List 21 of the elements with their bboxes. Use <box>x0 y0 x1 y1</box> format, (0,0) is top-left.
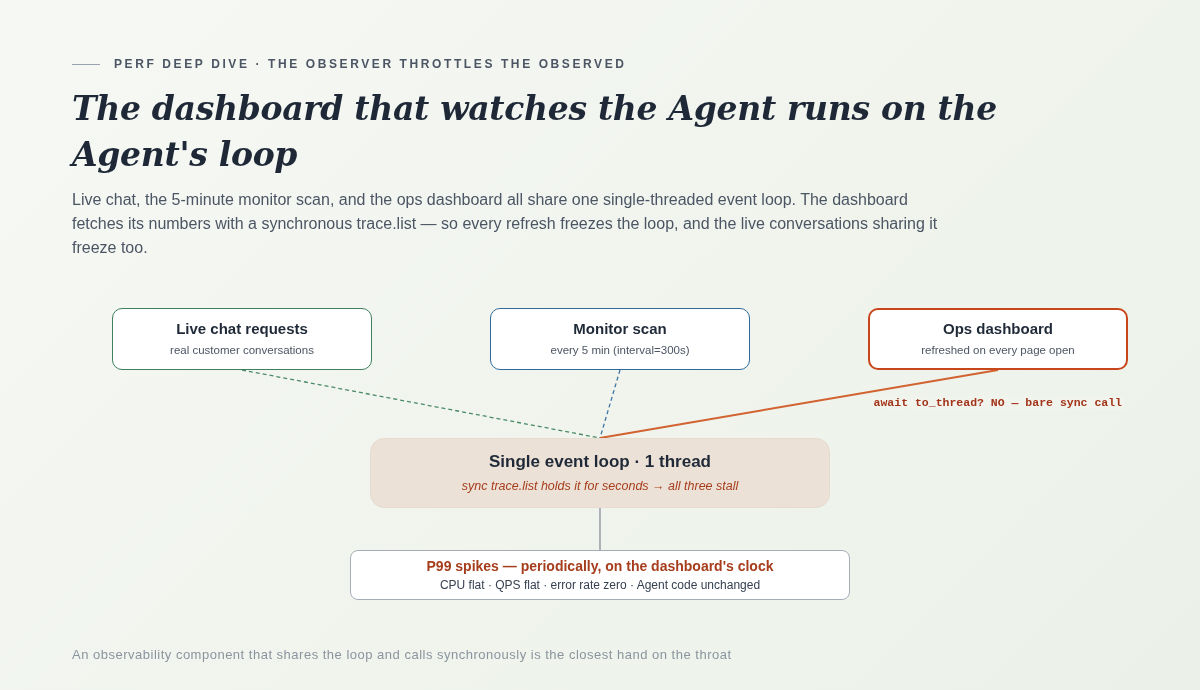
node-title: Monitor scan <box>573 320 667 339</box>
process-box <box>112 308 372 370</box>
event-loop-panel <box>370 438 830 508</box>
node-subtitle: real customer conversations <box>170 344 314 358</box>
node-title: P99 spikes — periodically, on the dashboard's clock <box>426 557 774 575</box>
node-title: Single event loop · 1 thread <box>489 451 711 473</box>
footer-note: An observability component that shares the loop and calls synchronously is the closest hand on the throat <box>72 647 732 663</box>
eyebrow-text: PERF DEEP DIVE · THE OBSERVER THROTTLES THE OBSERVED <box>114 57 627 71</box>
process-box <box>868 308 1128 370</box>
connector-line <box>599 507 601 551</box>
result-box <box>350 550 850 600</box>
connector-line <box>599 369 999 439</box>
node-subtitle: every 5 min (interval=300s) <box>550 344 690 358</box>
node-title: Ops dashboard <box>943 320 1053 339</box>
edge-label: await to_thread? NO — bare sync call <box>871 396 1124 410</box>
node-title: Live chat requests <box>176 320 308 339</box>
intro-paragraph: Live chat, the 5-minute monitor scan, and the ops dashboard all share one single-threaded event loop. The dashboard fetches its numbers with a synchronous trace.list — so every refresh freezes the loop, and the live conversations sharing it freeze too. <box>72 190 939 258</box>
node-subtitle: CPU flat · QPS flat · error rate zero · Agent code unchanged <box>439 577 761 593</box>
node-subtitle: refreshed on every page open <box>921 344 1075 358</box>
node-subtitle: sync trace.list holds it for seconds → all three stall <box>461 479 739 495</box>
process-box <box>490 308 750 370</box>
